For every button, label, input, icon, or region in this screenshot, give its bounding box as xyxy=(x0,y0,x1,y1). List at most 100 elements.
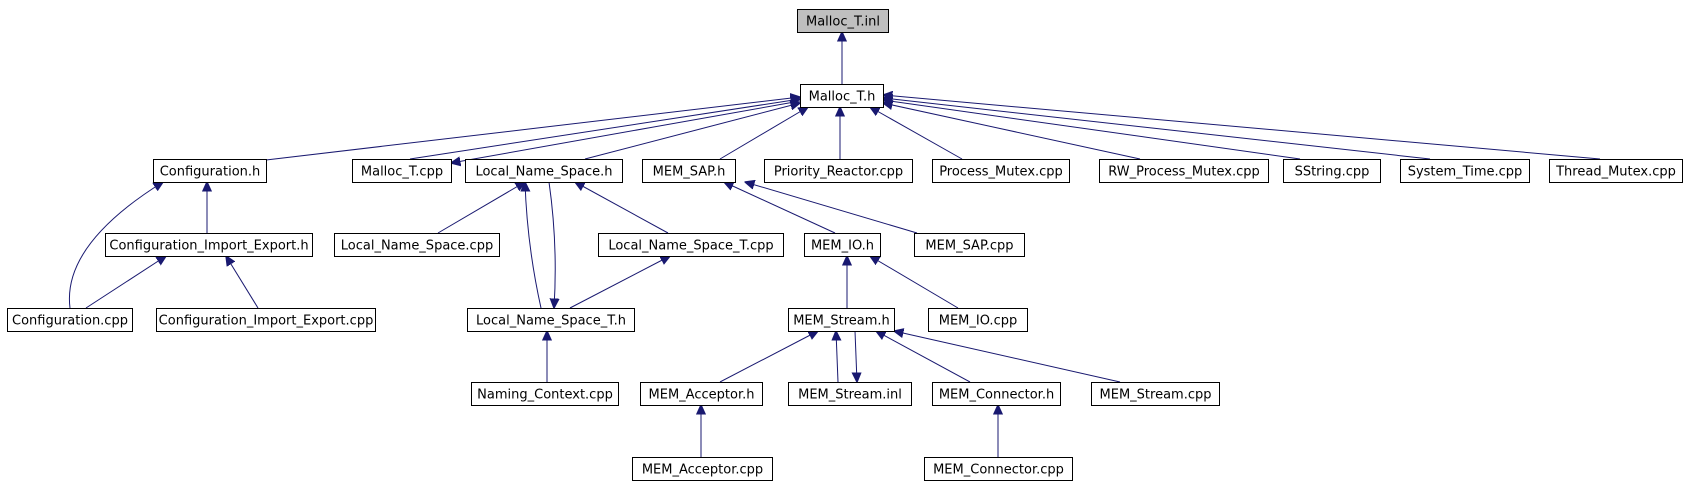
node-label: RW_Process_Mutex.cpp xyxy=(1108,165,1259,180)
node-label: Priority_Reactor.cpp xyxy=(774,165,903,180)
node-local-name-space-cpp[interactable]: Local_Name_Space.cpp xyxy=(334,233,500,257)
edge-local-name-space-t-h-to-local-name-space-h xyxy=(525,182,542,309)
node-box[interactable] xyxy=(788,382,912,406)
node-box[interactable] xyxy=(1549,159,1683,183)
edge-mem-io-h-to-mem-sap-h xyxy=(724,182,836,234)
node-naming-context-cpp[interactable]: Naming_Context.cpp xyxy=(471,382,619,406)
node-sstring-cpp[interactable]: SString.cpp xyxy=(1283,159,1381,183)
node-label: Malloc_T.cpp xyxy=(361,165,443,180)
node-box[interactable] xyxy=(797,9,889,33)
node-box[interactable] xyxy=(804,233,881,257)
node-box[interactable] xyxy=(465,159,623,183)
node-box[interactable] xyxy=(1400,159,1530,183)
node-local-name-space-h[interactable]: Local_Name_Space.h xyxy=(465,159,623,183)
node-label: Local_Name_Space.cpp xyxy=(341,239,493,254)
node-box[interactable] xyxy=(1283,159,1381,183)
node-local-name-space-t-h[interactable]: Local_Name_Space_T.h xyxy=(467,308,635,332)
edge-mem-connector-h-to-mem-stream-h xyxy=(876,331,971,383)
edge-mem-stream-h-to-mem-stream-inl xyxy=(855,330,857,382)
node-label: Configuration.cpp xyxy=(12,314,128,329)
node-label: Thread_Mutex.cpp xyxy=(1555,165,1676,180)
node-box[interactable] xyxy=(153,159,267,183)
edge-mem-stream-cpp-to-mem-stream-h xyxy=(894,331,1121,383)
node-box[interactable] xyxy=(1099,159,1269,183)
node-mem-io-cpp[interactable]: MEM_IO.cpp xyxy=(928,308,1028,332)
node-mem-stream-h[interactable]: MEM_Stream.h xyxy=(788,308,895,332)
node-label: MEM_SAP.h xyxy=(653,165,726,180)
edge-sstring-cpp-to-malloc-t-h xyxy=(883,100,1301,160)
node-box[interactable] xyxy=(914,233,1025,257)
node-box[interactable] xyxy=(932,382,1061,406)
node-label: Malloc_T.inl xyxy=(806,15,880,30)
node-box[interactable] xyxy=(924,457,1073,481)
node-label: MEM_IO.h xyxy=(811,239,874,254)
node-mem-sap-h[interactable]: MEM_SAP.h xyxy=(642,159,736,183)
node-box[interactable] xyxy=(632,457,773,481)
node-box[interactable] xyxy=(932,159,1070,183)
node-label: MEM_Connector.cpp xyxy=(933,463,1064,478)
node-priority-reactor-cpp[interactable]: Priority_Reactor.cpp xyxy=(764,159,913,183)
node-system-time-cpp[interactable]: System_Time.cpp xyxy=(1400,159,1530,183)
edge-rw-process-mutex-cpp-to-malloc-t-h xyxy=(883,103,1141,160)
node-label: SString.cpp xyxy=(1295,165,1370,180)
node-label: MEM_IO.cpp xyxy=(939,314,1017,329)
node-thread-mutex-cpp[interactable]: Thread_Mutex.cpp xyxy=(1549,159,1683,183)
node-box[interactable] xyxy=(1091,382,1220,406)
node-malloc-t-inl[interactable]: Malloc_T.inl xyxy=(797,9,889,33)
node-label: Configuration_Import_Export.h xyxy=(109,239,308,254)
edge-layer xyxy=(68,32,1601,457)
node-label: MEM_Acceptor.cpp xyxy=(642,463,763,478)
node-box[interactable] xyxy=(467,308,635,332)
node-configuration-import-export-h[interactable]: Configuration_Import_Export.h xyxy=(105,233,313,257)
node-local-name-space-t-cpp[interactable]: Local_Name_Space_T.cpp xyxy=(598,233,784,257)
node-label: Local_Name_Space.h xyxy=(475,165,612,180)
node-label: System_Time.cpp xyxy=(1408,165,1523,180)
node-box[interactable] xyxy=(640,382,763,406)
node-label: MEM_Stream.inl xyxy=(798,388,902,403)
edge-configuration-cpp-to-configuration-import-export-h xyxy=(85,256,166,309)
node-mem-stream-inl[interactable]: MEM_Stream.inl xyxy=(788,382,912,406)
node-box[interactable] xyxy=(642,159,736,183)
edge-local-name-space-t-cpp-to-local-name-space-h xyxy=(575,182,669,234)
node-box[interactable] xyxy=(800,84,884,108)
node-rw-process-mutex-cpp[interactable]: RW_Process_Mutex.cpp xyxy=(1099,159,1269,183)
edge-local-name-space-cpp-to-local-name-space-h xyxy=(437,182,525,234)
edge-process-mutex-cpp-to-malloc-t-h xyxy=(870,107,963,160)
node-mem-acceptor-cpp[interactable]: MEM_Acceptor.cpp xyxy=(632,457,773,481)
node-mem-connector-h[interactable]: MEM_Connector.h xyxy=(932,382,1061,406)
edge-local-name-space-h-to-malloc-t-h xyxy=(584,103,800,160)
edge-configuration-import-export-cpp-to-configuration-import-export-h xyxy=(226,256,259,309)
node-box[interactable] xyxy=(788,308,895,332)
node-configuration-import-export-cpp[interactable]: Configuration_Import_Export.cpp xyxy=(156,308,376,332)
node-label: Configuration.h xyxy=(160,165,261,180)
node-configuration-cpp[interactable]: Configuration.cpp xyxy=(7,308,133,332)
node-mem-sap-cpp[interactable]: MEM_SAP.cpp xyxy=(914,233,1025,257)
node-mem-stream-cpp[interactable]: MEM_Stream.cpp xyxy=(1091,382,1220,406)
node-mem-connector-cpp[interactable]: MEM_Connector.cpp xyxy=(924,457,1073,481)
node-label: Configuration_Import_Export.cpp xyxy=(159,314,374,329)
node-malloc-t-h[interactable]: Malloc_T.h xyxy=(800,84,884,108)
edge-mem-stream-inl-to-mem-stream-h xyxy=(836,331,838,383)
node-box[interactable] xyxy=(352,159,452,183)
edge-local-name-space-h-to-local-name-space-t-h xyxy=(548,181,555,308)
node-box[interactable] xyxy=(928,308,1028,332)
edge-local-name-space-t-h-to-local-name-space-t-cpp xyxy=(569,256,670,309)
node-label: Naming_Context.cpp xyxy=(477,388,613,403)
node-label: Process_Mutex.cpp xyxy=(939,165,1063,180)
node-box[interactable] xyxy=(471,382,619,406)
node-box[interactable] xyxy=(764,159,913,183)
node-label: MEM_Stream.cpp xyxy=(1100,388,1212,403)
node-box[interactable] xyxy=(105,233,313,257)
node-box[interactable] xyxy=(334,233,500,257)
node-label: MEM_Stream.h xyxy=(793,314,890,329)
node-configuration-h[interactable]: Configuration.h xyxy=(153,159,267,183)
node-malloc-t-cpp[interactable]: Malloc_T.cpp xyxy=(352,159,452,183)
node-process-mutex-cpp[interactable]: Process_Mutex.cpp xyxy=(932,159,1070,183)
node-mem-io-h[interactable]: MEM_IO.h xyxy=(804,233,881,257)
node-mem-acceptor-h[interactable]: MEM_Acceptor.h xyxy=(640,382,763,406)
node-box[interactable] xyxy=(598,233,784,257)
node-box[interactable] xyxy=(156,308,376,332)
node-box[interactable] xyxy=(7,308,133,332)
